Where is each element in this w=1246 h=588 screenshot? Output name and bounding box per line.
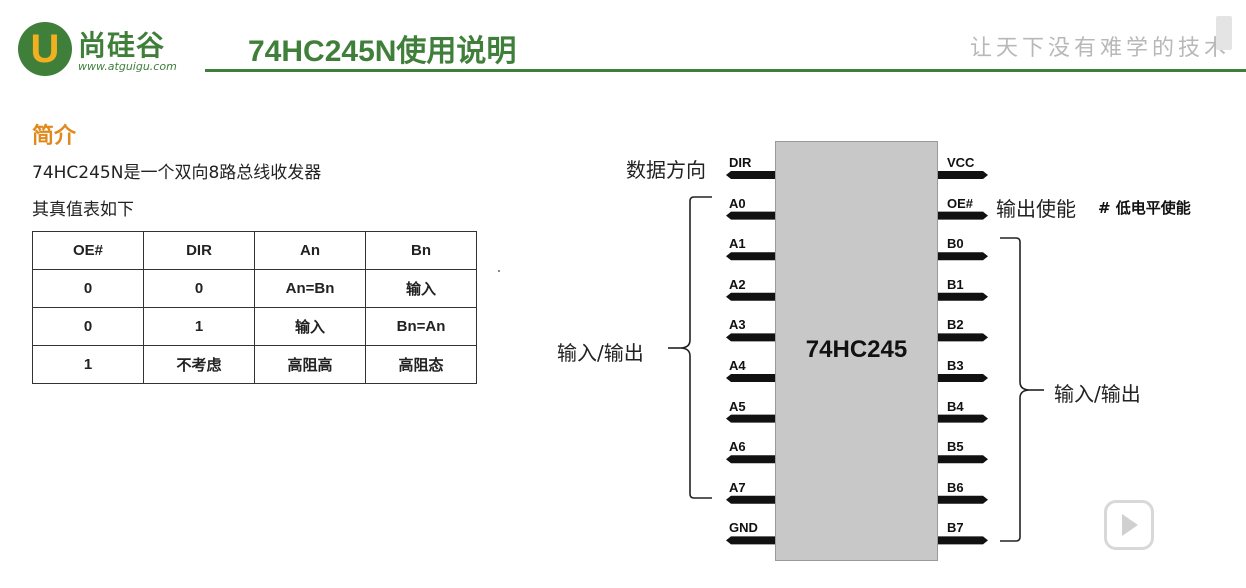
right-pin-label: B1 [947, 276, 964, 292]
table-cell: 输入 [254, 307, 366, 346]
table-row: 1 不考虑 高阻高 高阻态 [32, 345, 477, 384]
right-pin-2 [938, 252, 988, 261]
data-direction-label: 数据方向 [626, 158, 706, 182]
table-header-row: OE# DIR An Bn [32, 231, 477, 270]
table-cell: 0 [143, 269, 255, 308]
left-pin-label: GND [729, 520, 758, 536]
left-pin-3 [726, 292, 775, 301]
left-pin-label: DIR [729, 155, 752, 170]
right-pin-label: B3 [947, 358, 964, 373]
right-pin-label: OE# [947, 195, 974, 211]
right-pin-5 [938, 374, 988, 382]
slogan: 让天下没有难学的技术 [970, 36, 1231, 61]
right-brace [1000, 237, 1031, 542]
right-pin-label: B4 [947, 398, 964, 414]
right-pin-1 [938, 211, 988, 220]
left-pin-label: A2 [729, 276, 746, 292]
stray-dot [498, 270, 500, 272]
right-io-label: 输入/输出 [1054, 382, 1141, 406]
left-pin-label: A3 [729, 317, 746, 333]
output-enable-label: 输出使能 [996, 197, 1076, 221]
page-title: 74HC245N使用说明 [248, 35, 517, 68]
logo-circle [18, 22, 72, 76]
logo-url: www.atguigu.com [78, 60, 177, 73]
left-pin-label: A7 [729, 479, 746, 495]
logo-text: 尚硅谷 [78, 29, 166, 62]
table-cell: 1 [143, 307, 255, 346]
table-cell: Bn=An [365, 307, 477, 346]
left-io-label: 输入/输出 [557, 341, 644, 365]
left-pin-2 [726, 252, 775, 261]
table-row: 0 0 An=Bn 输入 [32, 269, 477, 308]
corner-decoration [1216, 16, 1232, 50]
right-pin-label: B5 [947, 439, 964, 455]
right-pin-label: B0 [947, 236, 964, 252]
section-title: 简介 [32, 124, 77, 149]
left-pin-4 [726, 333, 775, 342]
left-pin-label: A1 [729, 236, 746, 252]
right-pin-9 [938, 536, 988, 545]
left-pin-label: A6 [729, 439, 746, 455]
table-cell: 不考虑 [143, 345, 255, 384]
video-icon[interactable] [1104, 500, 1154, 550]
header-divider [205, 69, 1246, 72]
table-header-cell: Bn [365, 231, 477, 270]
right-pin-8 [938, 495, 988, 504]
right-pin-4 [938, 333, 988, 342]
right-pin-label: VCC [947, 155, 975, 170]
left-pin-7 [726, 455, 775, 464]
right-pin-3 [938, 292, 988, 301]
left-pin-label: A4 [729, 358, 746, 373]
truth-table: OE# DIR An Bn 0 0 An=Bn 输入 0 1 输入 Bn=An … [32, 231, 477, 384]
right-pin-6 [938, 414, 988, 423]
chip-name: 74HC245 [805, 336, 908, 363]
play-icon[interactable] [1122, 514, 1138, 536]
right-pin-label: B7 [947, 520, 964, 536]
chip-body [775, 141, 938, 561]
right-pin-label: B2 [947, 317, 964, 333]
pins-layer [726, 171, 988, 545]
left-pin-9 [726, 536, 775, 545]
logo-letter: U [30, 27, 60, 71]
table-cell: 1 [32, 345, 144, 384]
table-row: 0 1 输入 Bn=An [32, 307, 477, 346]
intro-line-2: 其真值表如下 [32, 200, 134, 220]
low-level-enable-note: # 低电平使能 [1098, 199, 1191, 217]
right-pin-0 [938, 171, 988, 179]
right-pin-label: B6 [947, 479, 964, 495]
table-cell: 0 [32, 307, 144, 346]
left-pin-label: A5 [729, 398, 746, 414]
table-cell: 0 [32, 269, 144, 308]
left-pin-8 [726, 495, 775, 504]
left-brace [679, 196, 712, 499]
left-pin-0 [726, 171, 775, 179]
left-pin-5 [726, 374, 775, 382]
left-pin-6 [726, 414, 775, 423]
table-cell: 高阻态 [365, 345, 477, 384]
intro-line-1: 74HC245N是一个双向8路总线收发器 [32, 163, 322, 183]
left-pin-label: A0 [729, 195, 746, 211]
left-pin-1 [726, 211, 775, 220]
right-pin-7 [938, 455, 988, 464]
